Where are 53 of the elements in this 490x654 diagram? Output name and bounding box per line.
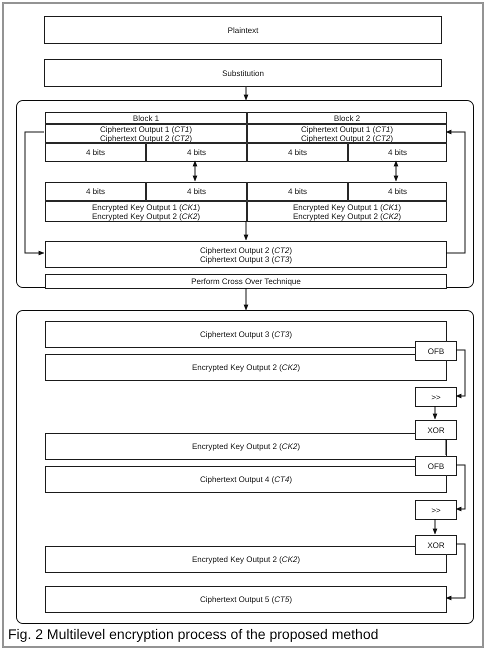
process-box: Encrypted Key Output 2 (CK2) [45,433,447,460]
arrow [455,464,466,512]
group-panel [16,310,474,624]
table-cell [247,201,447,222]
cell-text: Encrypted Key Output 2 (CK2) [92,212,200,220]
table-cell: 4 bits [146,143,247,162]
arrow [445,130,466,254]
operation-box: XOR [415,420,457,440]
cell-text: Ciphertext Output 2 (CT2) [100,134,192,142]
operation-box: OFB [415,341,457,361]
arrow [432,406,438,420]
cell-text: Ciphertext Output 2 (CT2) [200,246,292,254]
cell-text: Encrypted Key Output 1 (CK1) [292,202,402,212]
figure-caption: Fig. 2 Multilevel encryption process of the proposed method [8,626,378,642]
table-cell: 4 bits [247,182,348,201]
table-cell: Block 1 [45,112,247,124]
process-box: Encrypted Key Output 2 (CK2) [45,354,447,381]
cell-text: Ciphertext Output 2 (CT2) [300,134,394,142]
arrow [244,220,248,241]
operation-box: >> [415,387,457,407]
process-box: Ciphertext Output 5 (CT5) [45,586,447,613]
table-cell: Perform Cross Over Technique [45,274,447,289]
cell-text: Encrypted Key Output 2 (CK2) [292,212,402,220]
table-cell [45,241,447,268]
table-cell [247,124,447,143]
table-cell: 4 bits [146,182,247,201]
operation-box: XOR [415,535,457,555]
table-cell: 4 bits [348,182,447,201]
cell-text: Encrypted Key Output 1 (CK1) [92,202,200,212]
process-box: Ciphertext Output 3 (CT3) [45,321,447,348]
cell-text: Ciphertext Output 3 (CT3) [200,254,292,264]
table-cell: 4 bits [45,143,146,162]
process-box: Plaintext [44,16,442,44]
table-cell: 4 bits [247,143,348,162]
arrow [24,132,45,256]
table-cell: 4 bits [45,182,146,201]
cell-text: Ciphertext Output 1 (CT1) [300,124,394,134]
arrow [244,86,248,101]
process-box: Substitution [44,59,442,87]
group-panel [16,100,474,288]
arrow [394,160,398,182]
arrow [432,518,438,535]
arrow [244,288,248,311]
table-cell [45,201,247,222]
table-cell: 4 bits [348,143,447,162]
cell-text: Ciphertext Output 1 (CT1) [100,124,192,134]
operation-box: >> [415,500,457,520]
arrow [192,160,198,182]
table-cell: Block 2 [247,112,447,124]
table-cell [45,124,247,143]
arrow [445,544,466,600]
operation-box: OFB [415,456,457,476]
arrow [455,350,466,398]
